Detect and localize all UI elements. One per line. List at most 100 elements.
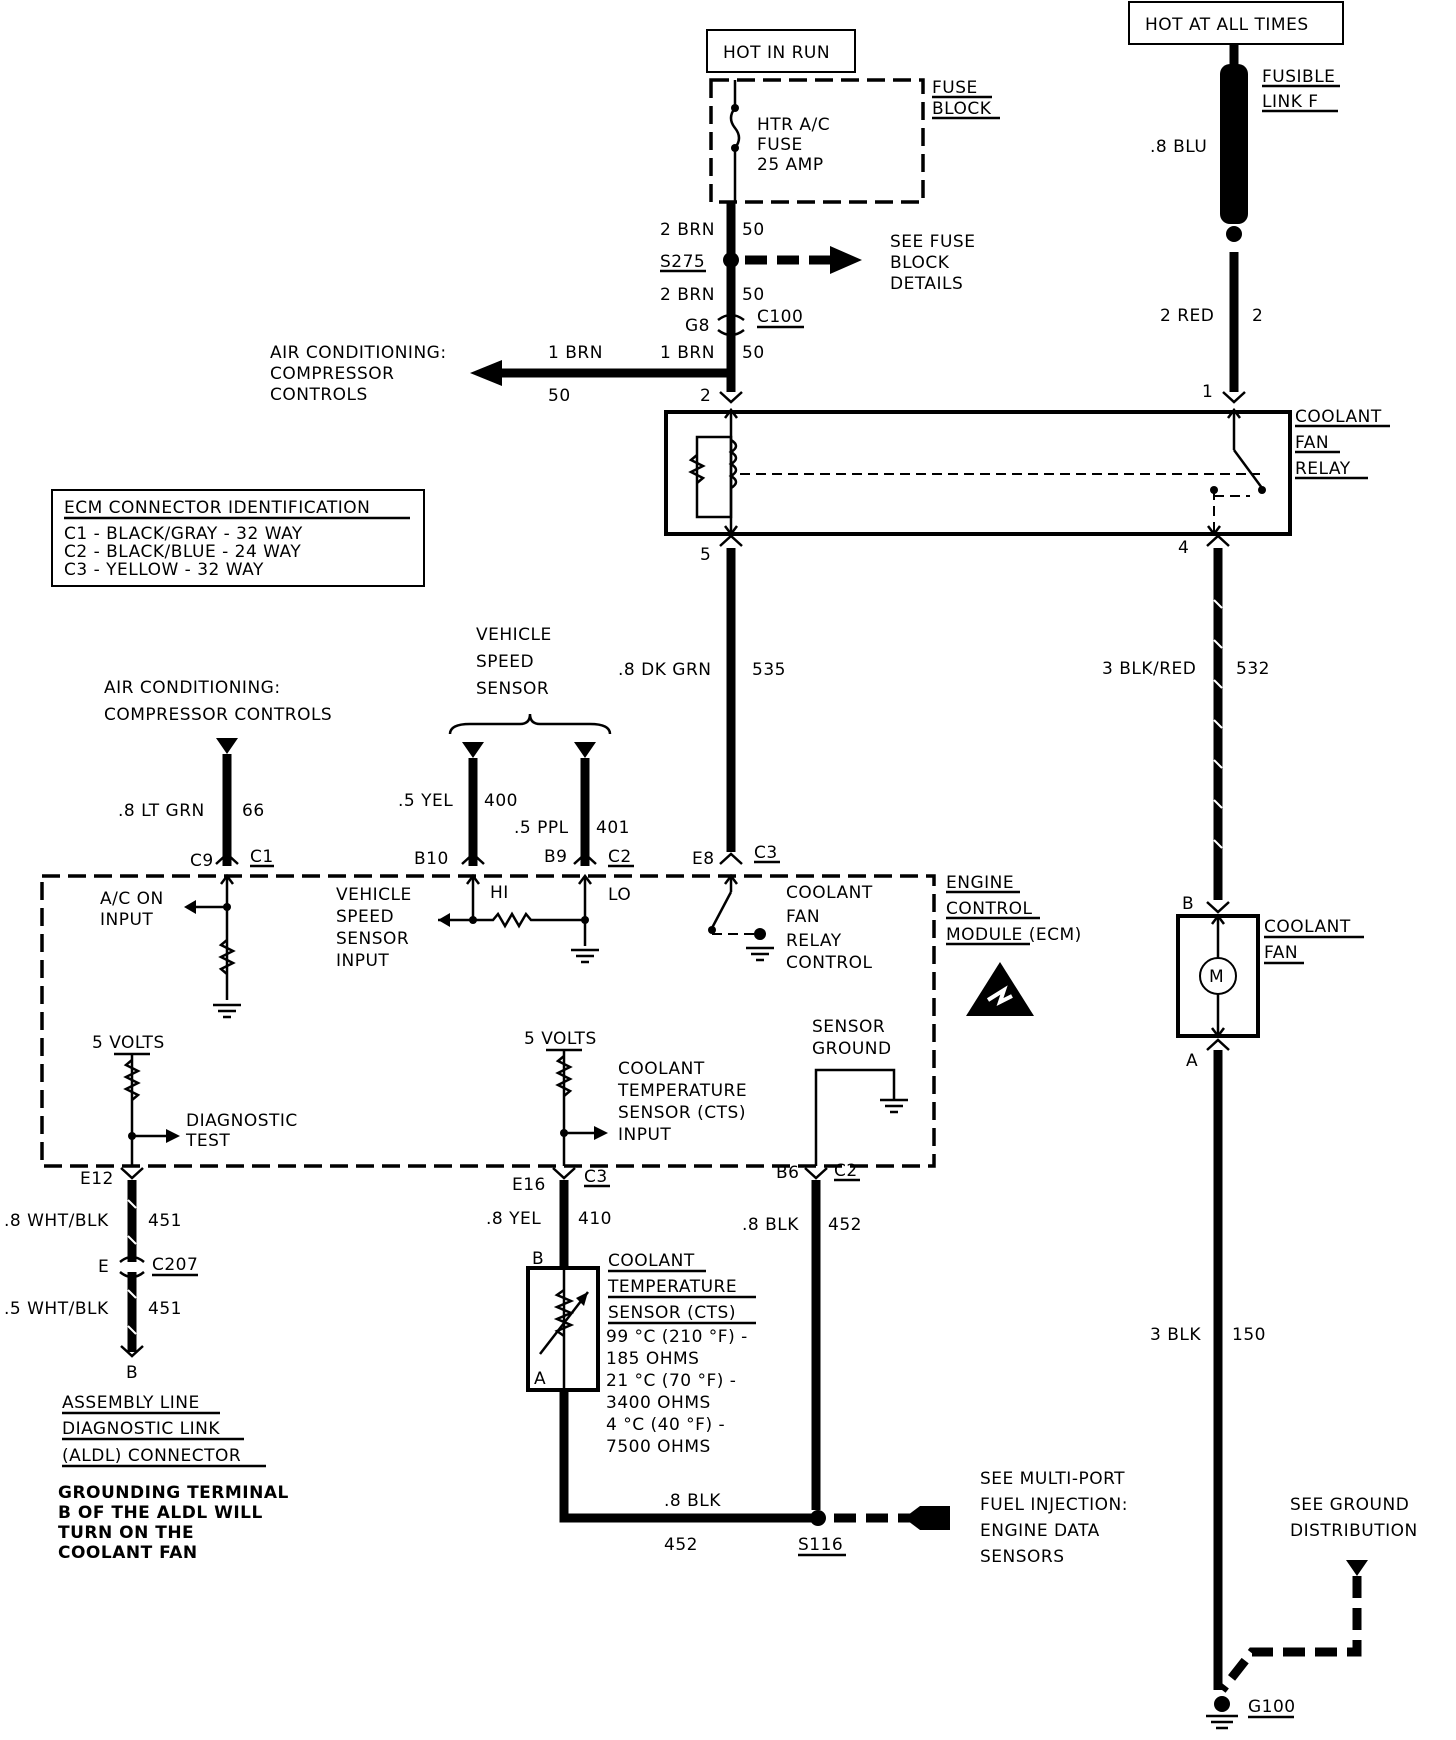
fusible-link-wire: .8 BLU [1150,137,1207,157]
pin-e12: E12 [80,1169,114,1189]
w2-num: 50 [742,285,765,305]
fan-label-1: COOLANT [1264,917,1351,937]
cts-pin-a: A [534,1369,546,1389]
aldl-name-1: ASSEMBLY LINE [62,1393,200,1413]
fusible-link-icon [1220,64,1248,224]
vss-hi: HI [490,883,509,903]
ecm-title-2: CONTROL [946,899,1033,919]
fuse-icon [729,107,741,149]
vss-label-2: SPEED [476,652,534,672]
yel-num: 400 [484,791,518,811]
pin-c2: C2 [608,847,632,867]
cts-spec-5: 4 °C (40 °F) - [606,1415,725,1435]
pin-c3b: C3 [584,1167,608,1187]
aldl-c207: C207 [152,1255,198,1275]
cfr-control-4: CONTROL [786,953,873,973]
dk-grn-label: .8 DK GRN [618,660,711,680]
ac-on-2: INPUT [100,910,153,930]
cfr-control-3: RELAY [786,931,842,951]
ac-top-1: AIR CONDITIONING: [270,343,447,363]
cts-input-2: TEMPERATURE [617,1081,747,1101]
sensor-ground-2: GROUND [812,1039,892,1059]
w1-label: 2 BRN [660,220,715,240]
aldl-note-4: COOLANT FAN [58,1543,198,1563]
vss-resistor-icon [473,911,585,929]
w3-right-label: 1 BRN [660,343,715,363]
coolant-fan: M [1176,913,1260,1039]
ground-icon [571,948,599,964]
pin-c9: C9 [190,851,214,871]
hot-at-all-times-label: HOT AT ALL TIMES [1145,15,1309,35]
pin-e16: E16 [512,1175,546,1195]
ecm-id-c1: C1 - BLACK/GRAY - 32 WAY [64,524,303,544]
see-fuse-2: BLOCK [890,253,950,273]
fan-motor-icon: M [1209,967,1224,987]
aldl-e: E [98,1257,109,1277]
cfr-control-1: COOLANT [786,883,873,903]
relay-diode-resistor-icon [688,454,706,484]
ground-icon [1206,1714,1238,1730]
c100-label: C100 [757,307,803,327]
cts-name-1: COOLANT [608,1251,695,1271]
relay-pin-2: 2 [700,386,711,406]
aldl-w2-label: .5 WHT/BLK [4,1299,109,1319]
lt-grn-label: .8 LT GRN [118,801,205,821]
hot-at-all-times-box: HOT AT ALL TIMES [1128,1,1344,45]
coolant-temperature-sensor [526,1266,600,1392]
aldl-note-2: B OF THE ALDL WILL [58,1503,263,1523]
aldl-name-3: (ALDL) CONNECTOR [62,1446,241,1466]
cts-input-4: INPUT [618,1125,671,1145]
cts-wire-label: .8 YEL [486,1209,541,1229]
volts-cts: 5 VOLTS [524,1029,597,1049]
ground-g100-label: G100 [1248,1697,1296,1717]
vss-input-3: SENSOR [336,929,409,949]
see-fuse-3: DETAILS [890,274,963,294]
sensor-ground-1: SENSOR [812,1017,885,1037]
vss-yel-terminal-icon [462,742,484,758]
fuse-block: FUSE BLOCK HTR A/C FUSE 25 AMP [709,78,1000,204]
aldl-w1-label: .8 WHT/BLK [4,1211,109,1231]
mpfi-1: SEE MULTI-PORT [980,1469,1125,1489]
cts-spec-4: 3400 OHMS [606,1393,711,1413]
ecm-title-3: MODULE (ECM) [946,925,1082,945]
pin-e8: E8 [692,849,715,869]
ground-icon [746,946,774,962]
cts-spec-6: 7500 OHMS [606,1437,711,1457]
aldl-name-2: DIAGNOSTIC LINK [62,1419,220,1439]
cts-spec-3: 21 °C (70 °F) - [606,1371,736,1391]
w1-num: 50 [742,220,765,240]
mpfi-arrow-icon [904,1506,950,1530]
fusible-link-1: FUSIBLE [1262,67,1335,87]
dk-grn-num: 535 [752,660,786,680]
ground-dist-2: DISTRIBUTION [1290,1521,1418,1541]
connector-c100-icon [717,313,745,337]
aldl-note-3: TURN ON THE [58,1523,194,1543]
relay-pin-4: 4 [1178,538,1189,558]
see-fuse-1: SEE FUSE [890,232,975,252]
ecm-id-c2: C2 - BLACK/BLUE - 24 WAY [64,542,301,562]
ground-g100 [1214,1696,1230,1712]
cts-input-1: COOLANT [618,1059,705,1079]
blk-red-num: 532 [1236,659,1270,679]
hot-in-run-box: HOT IN RUN [706,29,856,73]
w2-label: 2 BRN [660,285,715,305]
splice-s275 [723,252,739,268]
fuse-label-2: FUSE [757,135,803,155]
relay-label-2: FAN [1295,433,1329,453]
w3-left-label: 1 BRN [548,343,603,363]
pin-c1: C1 [250,847,274,867]
fan-pin-b: B [1182,894,1194,914]
relay-control-switch-icon [710,891,733,929]
arrow-left-icon [470,360,502,386]
lt-grn-num: 66 [242,801,265,821]
coolant-fan-relay: COOLANT FAN RELAY [664,407,1390,537]
diag-pullup-resistor-icon [123,1059,141,1101]
ground-dist-1: SEE GROUND [1290,1495,1409,1515]
ac-terminal-icon [216,738,238,754]
ground-bottom-label: .8 BLK [664,1491,721,1511]
ecm-title-1: ENGINE [946,873,1014,893]
vss-lo: LO [608,885,631,905]
diag-test-1: DIAGNOSTIC [186,1111,298,1131]
engine-control-module: ENGINE CONTROL MODULE (ECM) A/C ON INPUT… [40,873,1082,1168]
pin-c2b: C2 [834,1161,858,1181]
